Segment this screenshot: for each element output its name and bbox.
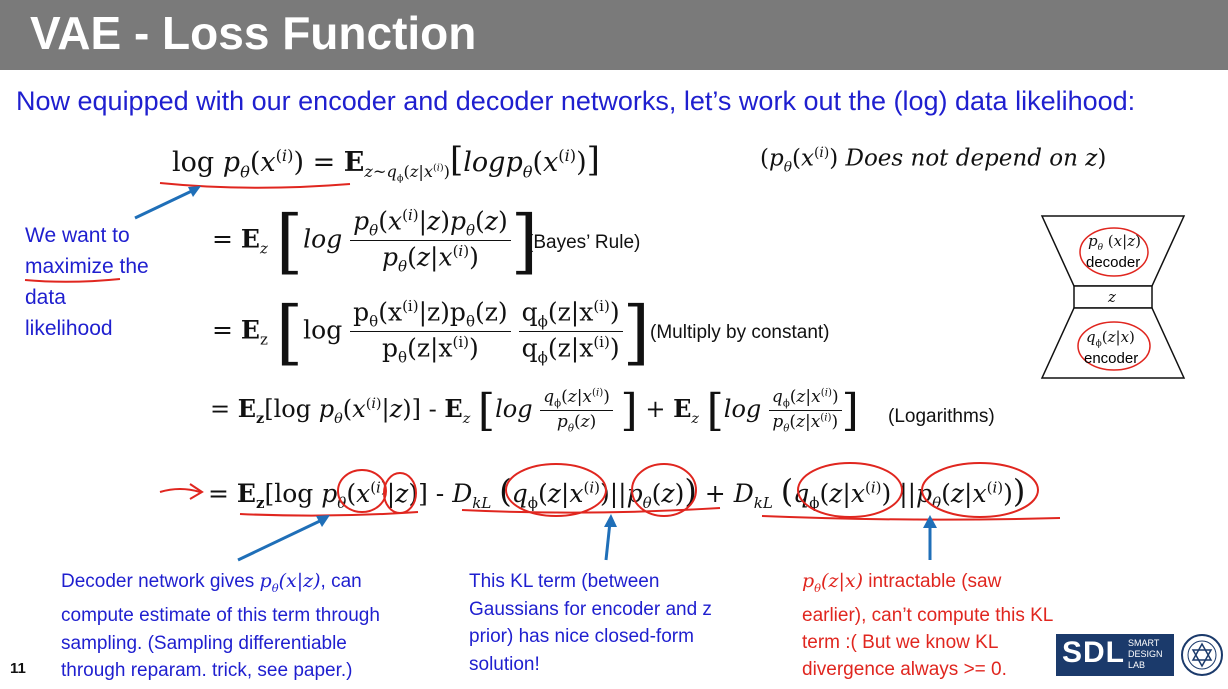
university-seal-icon — [1181, 634, 1223, 676]
blue-arrowhead-left — [316, 515, 330, 527]
note-kl-line: This KL term (between — [469, 571, 660, 592]
red-circle-q — [505, 463, 607, 517]
eq3-note: (Multiply by constant) — [650, 322, 830, 343]
decoder-label: decoder — [1086, 254, 1141, 271]
red-circle-x — [337, 469, 387, 513]
red-underline-term1 — [239, 511, 419, 517]
blue-arrowhead-middle — [604, 514, 617, 527]
title-bar — [0, 0, 1228, 70]
note-intractable-line: earlier), can’t compute this KL — [802, 604, 1054, 626]
note-decoder-text: Decoder network gives — [61, 571, 260, 592]
eq4-fraction-a: qϕ(z|x(i)) pθ(z) — [540, 387, 613, 434]
sdl-logo-word: LAB — [1128, 660, 1146, 670]
encoder-label: encoder — [1084, 350, 1139, 367]
equation-line-2: = Ez [log pθ(x(i)|z)pθ(z) pθ(z|x(i)) ] — [212, 199, 539, 282]
side-note-line: maximize the — [25, 255, 149, 278]
note-intractable-text: intractable (saw — [862, 571, 1002, 592]
note-decoder-line: sampling. (Sampling differentiable — [61, 632, 347, 654]
red-circle-decoder — [1079, 227, 1149, 277]
note-kl-line: Gaussians for encoder and z — [469, 598, 712, 620]
eq4-note: (Logarithms) — [888, 406, 995, 427]
note-intractable-line: term :( But we know KL — [802, 631, 999, 653]
eq1-note-text: Does not depend on z — [845, 145, 1098, 172]
red-circle-posterior — [921, 462, 1039, 518]
red-arrowhead-line5 — [189, 483, 204, 500]
note-kl-term: This KL term (between Gaussians for enco… — [469, 568, 712, 678]
blue-arrow-left — [237, 518, 323, 562]
intro-text: Now equipped with our encoder and decode… — [16, 86, 1136, 116]
sdl-logo: SDL SMART DESIGN LAB — [1056, 634, 1174, 676]
eq3-fraction-b: qϕ(z|x(i)) qϕ(z|x(i)) — [518, 297, 623, 367]
equation-line-5: = Ez[log pθ(x(i)|z)] - DkL (qϕ(z|x(i))||… — [208, 472, 1026, 512]
equation-line-1: log pθ(x(i)) = Ez~qϕ(z|x(i))[logpθ(x(i))… — [172, 140, 600, 185]
eq1-expectation: Ez~qϕ(z|x(i))[logpθ(x(i))] — [343, 140, 600, 185]
sdl-logo-words: SMART DESIGN LAB — [1128, 638, 1163, 671]
red-underline-term2 — [461, 507, 721, 514]
equation-line-4: = Ez[log pθ(x(i)|z)] - Ez [log qϕ(z|x(i)… — [210, 385, 859, 436]
red-underline-term3 — [761, 515, 1061, 521]
note-kl-line: solution! — [469, 653, 540, 675]
sdl-logo-letters: SDL — [1062, 636, 1125, 669]
note-decoder: Decoder network gives pθ(x|z), can compu… — [61, 568, 380, 685]
eq2-fraction: pθ(x(i)|z)pθ(z) pθ(z|x(i)) — [350, 206, 511, 276]
side-note-line: likelihood — [25, 317, 113, 340]
equation-line-3: = Ez [log pθ(x(i)|z)pθ(z) pθ(z|x(i)) qϕ(… — [212, 290, 650, 373]
eq1-note: (pθ(x(i)) Does not depend on z) — [760, 145, 1107, 176]
red-underline-lhs — [159, 182, 351, 189]
eq4-fraction-b: qϕ(z|x(i)) pθ(z|x(i)) — [768, 387, 842, 434]
eq1-lhs: log pθ(x(i)) — [172, 146, 304, 182]
note-decoder-text: , can — [320, 571, 362, 592]
latent-label: z — [1108, 288, 1116, 306]
note-kl-line: prior) has nice closed-form — [469, 626, 694, 647]
page-number: 11 — [10, 660, 26, 677]
slide-title: VAE - Loss Function — [30, 7, 477, 59]
blue-arrowhead-right — [923, 515, 937, 528]
note-decoder-line: compute estimate of this term through — [61, 605, 380, 627]
blue-arrow-lhs — [134, 187, 197, 220]
red-underline-maximize — [24, 278, 121, 283]
red-circle-z — [383, 472, 417, 514]
blue-arrow-middle — [604, 521, 612, 561]
eq2-note: (Bayes’ Rule) — [527, 232, 641, 253]
red-arrow-line5 — [159, 488, 201, 493]
encoder-expr: qϕ(z|x) — [1086, 328, 1135, 349]
note-decoder-line: through reparam. trick, see paper.) — [61, 660, 353, 682]
decoder-expr: pθ (x|z) — [1088, 232, 1141, 253]
encoder-trapezoid — [1040, 307, 1186, 379]
red-circle-encoder — [1077, 321, 1151, 371]
note-intractable-line: divergence always >= 0. — [802, 658, 1007, 680]
sdl-logo-word: DESIGN — [1128, 649, 1163, 659]
side-note-line: We want to — [25, 224, 130, 247]
red-circle-prior — [631, 463, 697, 517]
red-circle-q2 — [797, 462, 903, 518]
blue-arrowhead-lhs — [188, 186, 201, 197]
sdl-logo-word: SMART — [1128, 638, 1160, 648]
note-intractable: pθ(z|x) intractable (saw earlier), can’t… — [802, 568, 1053, 683]
eq3-fraction-a: pθ(x(i)|z)pθ(z) pθ(z|x(i)) — [350, 297, 511, 367]
side-note: We want to maximize the data likelihood — [25, 220, 149, 344]
side-note-line: data — [25, 286, 66, 309]
